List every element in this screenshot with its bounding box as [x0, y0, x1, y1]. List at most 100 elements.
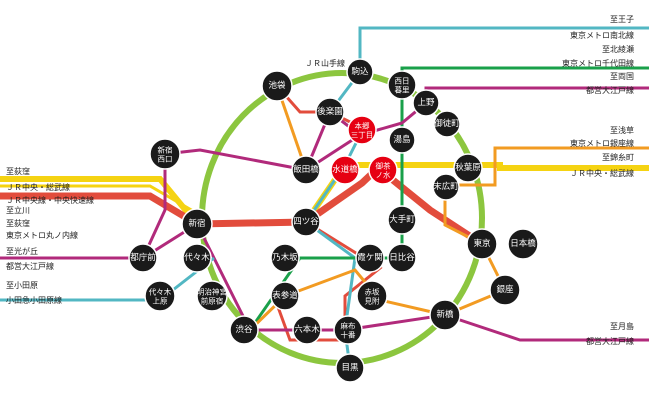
station-name: 日本橋 — [510, 238, 536, 249]
station-akasaka: 赤坂見附 — [356, 280, 388, 312]
station-marker — [387, 243, 417, 273]
station-ikebukuro: 池袋 — [261, 70, 293, 102]
station-shimbashi: 新橋 — [429, 299, 461, 331]
station-marker — [270, 243, 300, 273]
station-name: 霞ケ関 — [357, 253, 383, 263]
station-name: 新宿 — [188, 218, 205, 229]
station-marker — [433, 110, 461, 138]
station-name: 御茶ノ水 — [376, 160, 391, 179]
station-marker — [196, 280, 228, 312]
station-name: 渋谷 — [235, 324, 253, 335]
station-nishinippori: 西日暮里 — [387, 70, 417, 100]
station-tochomae: 都庁前 — [128, 243, 158, 273]
station-name: 大手町 — [389, 214, 415, 225]
dest-label: 至小田原 — [6, 281, 38, 290]
dest-line-label: ＪＲ中央線・中央快速線 — [6, 195, 94, 205]
dest-label: 至両国 — [610, 72, 634, 81]
station-name: 西日暮里 — [395, 76, 410, 94]
station-name: 後楽園 — [317, 106, 343, 117]
station-name: 飯田橋 — [293, 164, 319, 175]
station-marker — [261, 70, 293, 102]
station-name: 麻布十番 — [341, 320, 356, 339]
dest-label: 至荻窪 — [6, 218, 30, 228]
station-name: 銀座 — [496, 284, 514, 295]
station-hongo: 本郷三丁目 — [347, 115, 377, 145]
marunouchi-north — [275, 85, 363, 130]
dest-line-label: 都営大江戸線 — [586, 85, 634, 95]
station-marker — [432, 173, 460, 201]
station-marker — [387, 205, 417, 235]
dest-line-label: 小田急小田原線 — [6, 295, 62, 305]
station-marker — [270, 281, 300, 311]
station-marker — [292, 315, 322, 345]
station-marker — [453, 153, 483, 183]
dest-label: 至荻窪 — [6, 166, 30, 176]
station-name: 池袋 — [268, 80, 286, 91]
station-shibuya: 渋谷 — [229, 315, 259, 345]
station-otemachi: 大手町 — [387, 205, 417, 235]
dest-label: 至北綾瀬 — [602, 44, 634, 54]
dest-line-label: 東京メトロ南北線 — [570, 30, 634, 40]
station-kasumigaseki: 霞ケ関 — [355, 243, 385, 273]
station-name: 明治神宮前原宿 — [197, 286, 227, 305]
station-yotsuya: 四ツ谷 — [291, 207, 321, 237]
station-roppongi: 六本木 — [292, 315, 322, 345]
station-marker — [330, 155, 360, 185]
station-marker — [229, 315, 259, 345]
station-okachimachi: 御徒町 — [433, 110, 461, 138]
station-name: 赤坂見附 — [365, 286, 380, 305]
station-omotesando: 表参道 — [270, 281, 300, 311]
dest-label: 至浅草 — [610, 125, 634, 135]
station-name: 湯島 — [393, 134, 411, 145]
station-name: 表参道 — [272, 290, 298, 301]
dest-line-label: 東京メトロ銀座線 — [570, 138, 634, 148]
station-marker — [466, 228, 498, 260]
station-azabu: 麻布十番 — [333, 315, 363, 345]
station-gokokuji: 後楽園 — [315, 97, 345, 127]
station-marker — [128, 243, 158, 273]
station-name: 代々木 — [184, 252, 210, 263]
destination-list-left: 至荻窪 ＪＲ中央・総武線 ＪＲ中央線・中央快速線 至立川 至荻窪 東京メトロ丸ノ… — [6, 166, 94, 305]
station-marker — [181, 208, 213, 240]
station-name: 水道橋 — [332, 164, 358, 175]
station-marker — [346, 58, 374, 86]
station-hibiya: 日比谷 — [387, 243, 417, 273]
station-tokyo: 東京 — [466, 228, 498, 260]
station-ueno: 上野 — [412, 89, 440, 117]
station-marker — [144, 280, 176, 312]
station-name: 末広町 — [433, 181, 459, 192]
station-marker — [355, 243, 385, 273]
station-yushima: 湯島 — [388, 126, 416, 154]
station-meguro: 目黒 — [335, 353, 365, 383]
station-marker — [489, 274, 521, 306]
station-marker — [149, 138, 181, 170]
dest-label: 至錦糸町 — [602, 152, 634, 162]
station-name: 目黒 — [341, 363, 359, 373]
station-yoyogi: 代々木 — [182, 243, 212, 273]
station-ochanomizu: 御茶ノ水 — [368, 155, 398, 185]
dest-line-label: 東京メトロ千代田線 — [562, 58, 634, 68]
dest-line-label: 都営大江戸線 — [586, 336, 634, 346]
station-iidabashi: 飯田橋 — [291, 155, 321, 185]
dest-label: 至立川 — [6, 205, 30, 215]
station-name: 秋葉原 — [455, 162, 481, 173]
station-marker — [387, 70, 417, 100]
dest-label: 至光が丘 — [6, 246, 38, 256]
dest-line-label: 東京メトロ丸ノ内線 — [6, 230, 78, 240]
yamanote-line-label: ＪＲ山手線 — [305, 58, 345, 68]
station-marker — [315, 97, 345, 127]
station-name: 駒込 — [351, 66, 369, 77]
dest-label: 至月島 — [610, 321, 634, 331]
destination-list-right: 至王子 東京メトロ南北線 至北綾瀬 東京メトロ千代田線 至両国 都営大江戸線 至… — [560, 15, 649, 346]
station-marker — [368, 155, 398, 185]
station-nogizaka: 乃木坂 — [270, 243, 300, 273]
station-akihabara: 秋葉原 — [453, 153, 483, 183]
station-name: 乃木坂 — [272, 252, 298, 263]
station-marker — [333, 315, 363, 345]
station-name: 代々木上原 — [149, 286, 172, 305]
station-marker — [182, 243, 212, 273]
station-name: 新宿西口 — [158, 144, 173, 163]
